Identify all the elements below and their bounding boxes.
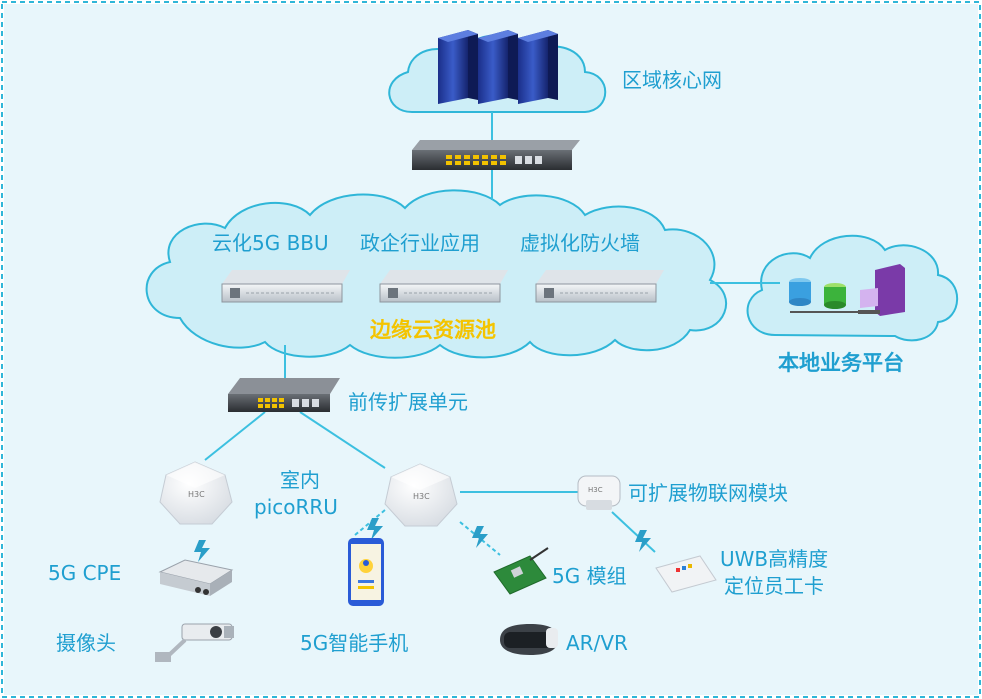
5g-module-icon	[493, 547, 549, 595]
label-smartphone: 5G智能手机	[300, 631, 408, 655]
label-arvr: AR/VR	[566, 631, 628, 655]
label-fronthaul: 前传扩展单元	[348, 390, 468, 414]
cpe-device-icon	[158, 559, 234, 596]
links	[204, 112, 780, 556]
workstation-icon	[858, 264, 905, 316]
ap-logo: H3C	[413, 492, 430, 501]
label-edge-pool: 边缘云资源池	[370, 318, 496, 342]
edge-server-icon	[221, 270, 664, 303]
uwb-card-icon	[655, 555, 717, 593]
label-iot-module: 可扩展物联网模块	[628, 481, 788, 505]
database-icon	[789, 278, 811, 306]
arvr-headset-icon	[500, 624, 558, 655]
local-platform-cloud	[746, 234, 959, 342]
label-core-network: 区域核心网	[622, 68, 722, 92]
ap-logo: H3C	[188, 490, 205, 499]
wireless-bolt-icon	[194, 518, 651, 562]
label-5g-module: 5G 模组	[552, 564, 627, 588]
camera-icon	[155, 623, 234, 662]
label-indoor-2: picoRRU	[254, 495, 338, 519]
label-indoor-1: 室内	[280, 468, 320, 492]
label-bbu: 云化5G BBU	[212, 231, 329, 255]
label-local-platform: 本地业务平台	[778, 351, 904, 375]
pico-rru-ap-icon: H3C	[159, 461, 233, 525]
label-firewall: 虚拟化防火墙	[520, 231, 640, 255]
label-camera: 摄像头	[56, 631, 116, 655]
iot-module-icon: H3C	[577, 475, 621, 510]
iot-logo: H3C	[588, 486, 603, 494]
label-cpe: 5G CPE	[48, 561, 121, 585]
label-gov-app: 政企行业应用	[360, 231, 480, 255]
core-switch-icon	[412, 140, 580, 170]
smartphone-icon	[348, 538, 384, 606]
label-uwb-2: 定位员工卡	[724, 574, 824, 598]
label-uwb-1: UWB高精度	[720, 547, 828, 571]
core-server-rack-icon	[438, 30, 558, 104]
fronthaul-unit-icon	[228, 378, 340, 412]
pico-rru-ap-icon: H3C	[384, 463, 458, 527]
database-green-icon	[824, 283, 846, 309]
